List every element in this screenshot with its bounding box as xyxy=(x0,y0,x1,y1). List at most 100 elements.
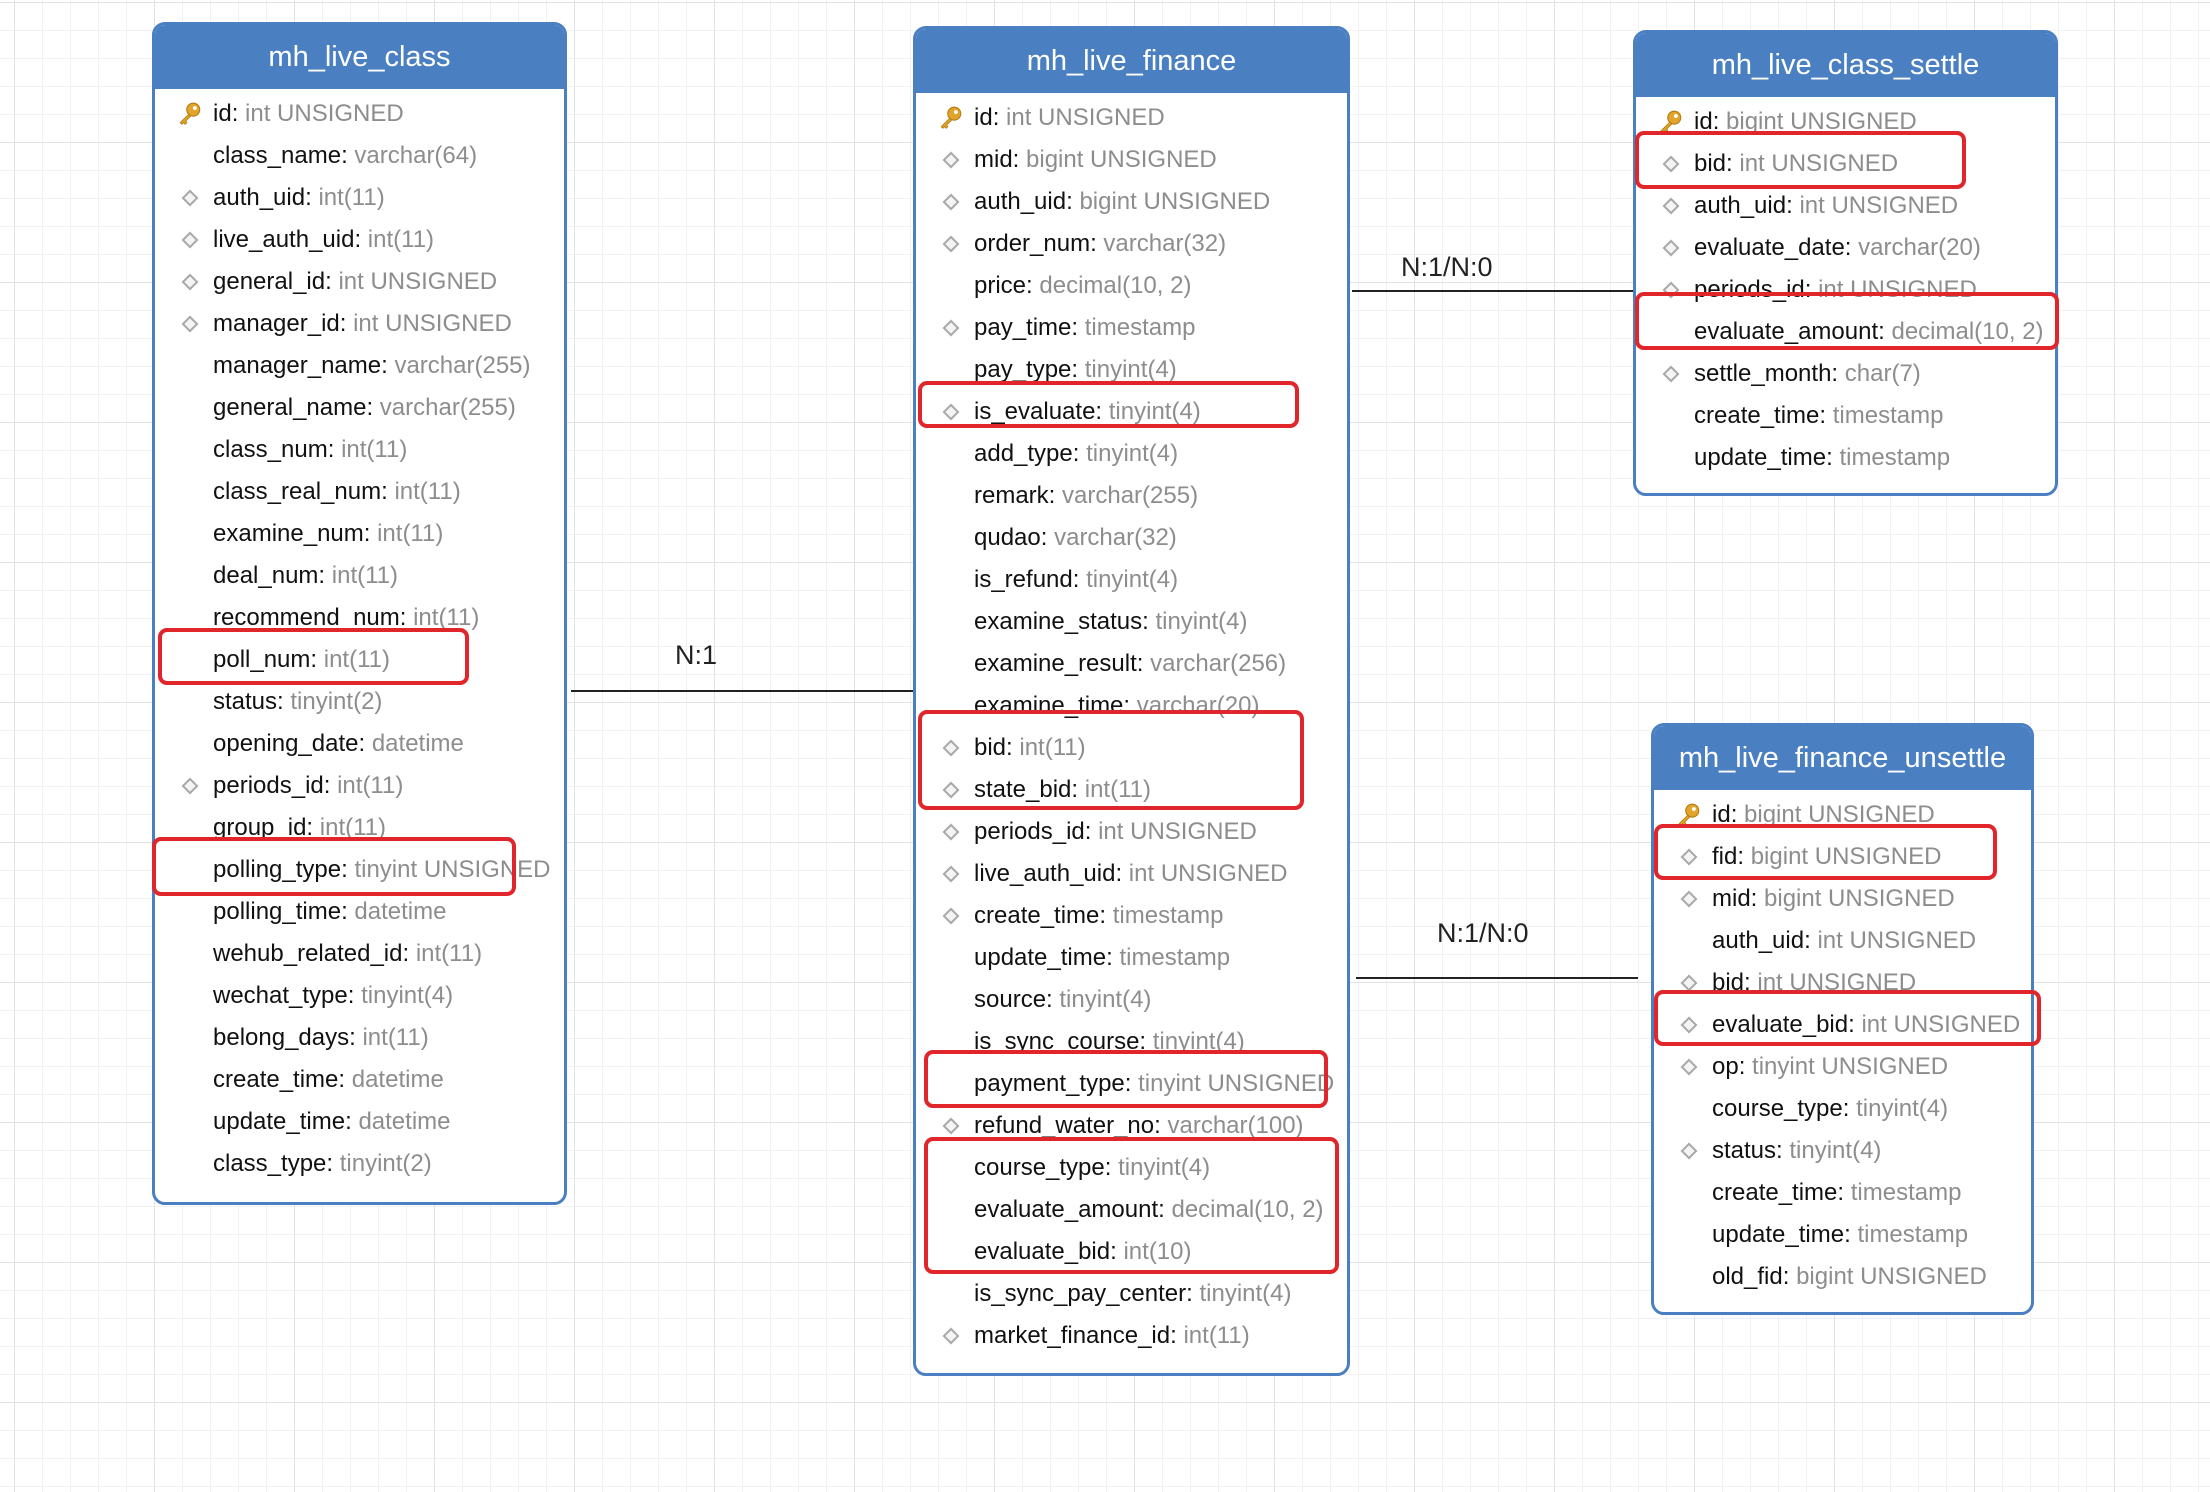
field-row[interactable]: create_time: timestamp xyxy=(916,895,1347,937)
field-row[interactable]: polling_type: tinyint UNSIGNED xyxy=(155,849,564,891)
field-row[interactable]: wehub_related_id: int(11) xyxy=(155,933,564,975)
field-row[interactable]: auth_uid: int UNSIGNED xyxy=(1636,185,2055,227)
field-name: id xyxy=(974,104,993,131)
field-row[interactable]: is_refund: tinyint(4) xyxy=(916,559,1347,601)
field-row[interactable]: manager_id: int UNSIGNED xyxy=(155,303,564,345)
field-type: tinyint(4) xyxy=(361,982,454,1009)
field-row[interactable]: live_auth_uid: int(11) xyxy=(155,219,564,261)
field-row[interactable]: state_bid: int(11) xyxy=(916,769,1347,811)
field-row[interactable]: general_name: varchar(255) xyxy=(155,387,564,429)
field-text: periods_id: int UNSIGNED xyxy=(1694,276,1977,303)
field-row[interactable]: market_finance_id: int(11) xyxy=(916,1315,1347,1357)
field-row[interactable]: evaluate_amount: decimal(10, 2) xyxy=(916,1189,1347,1231)
field-row[interactable]: wechat_type: tinyint(4) xyxy=(155,975,564,1017)
field-row[interactable]: qudao: varchar(32) xyxy=(916,517,1347,559)
field-row[interactable]: old_fid: bigint UNSIGNED xyxy=(1654,1256,2031,1298)
field-row[interactable]: create_time: timestamp xyxy=(1636,395,2055,437)
field-type: int UNSIGNED xyxy=(1799,192,1959,219)
field-row[interactable]: id: int UNSIGNED xyxy=(916,97,1347,139)
field-row[interactable]: status: tinyint(2) xyxy=(155,681,564,723)
field-row[interactable]: source: tinyint(4) xyxy=(916,979,1347,1021)
field-name: class_num xyxy=(213,436,328,463)
field-row[interactable]: bid: int UNSIGNED xyxy=(1636,143,2055,185)
field-row[interactable]: auth_uid: int(11) xyxy=(155,177,564,219)
field-row[interactable]: course_type: tinyint(4) xyxy=(1654,1088,2031,1130)
field-row[interactable]: poll_num: int(11) xyxy=(155,639,564,681)
field-text: is_sync_course: tinyint(4) xyxy=(974,1028,1245,1055)
field-row[interactable]: id: bigint UNSIGNED xyxy=(1654,794,2031,836)
field-type: tinyint(4) xyxy=(1086,566,1179,593)
field-row[interactable]: op: tinyint UNSIGNED xyxy=(1654,1046,2031,1088)
field-row[interactable]: deal_num: int(11) xyxy=(155,555,564,597)
field-row[interactable]: mid: bigint UNSIGNED xyxy=(916,139,1347,181)
field-row[interactable]: pay_time: timestamp xyxy=(916,307,1347,349)
field-row[interactable]: general_id: int UNSIGNED xyxy=(155,261,564,303)
field-row[interactable]: belong_days: int(11) xyxy=(155,1017,564,1059)
field-row[interactable]: payment_type: tinyint UNSIGNED xyxy=(916,1063,1347,1105)
field-text: id: int UNSIGNED xyxy=(974,104,1165,131)
field-row[interactable]: auth_uid: int UNSIGNED xyxy=(1654,920,2031,962)
field-name: is_refund xyxy=(974,566,1073,593)
table-mh-live-finance-unsettle[interactable]: mh_live_finance_unsettle id: bigint UNSI… xyxy=(1651,723,2034,1315)
field-row[interactable]: create_time: timestamp xyxy=(1654,1172,2031,1214)
field-type: int(11) xyxy=(1183,1322,1250,1349)
field-row[interactable]: live_auth_uid: int UNSIGNED xyxy=(916,853,1347,895)
field-row[interactable]: evaluate_bid: int(10) xyxy=(916,1231,1347,1273)
field-row[interactable]: mid: bigint UNSIGNED xyxy=(1654,878,2031,920)
field-row[interactable]: examine_num: int(11) xyxy=(155,513,564,555)
field-row[interactable]: periods_id: int UNSIGNED xyxy=(916,811,1347,853)
field-row[interactable]: update_time: timestamp xyxy=(916,937,1347,979)
field-row[interactable]: settle_month: char(7) xyxy=(1636,353,2055,395)
field-name: live_auth_uid xyxy=(974,860,1116,887)
field-row[interactable]: update_time: timestamp xyxy=(1654,1214,2031,1256)
field-row[interactable]: class_name: varchar(64) xyxy=(155,135,564,177)
field-row[interactable]: manager_name: varchar(255) xyxy=(155,345,564,387)
field-row[interactable]: auth_uid: bigint UNSIGNED xyxy=(916,181,1347,223)
field-row[interactable]: examine_status: tinyint(4) xyxy=(916,601,1347,643)
field-row[interactable]: evaluate_date: varchar(20) xyxy=(1636,227,2055,269)
field-row[interactable]: fid: bigint UNSIGNED xyxy=(1654,836,2031,878)
field-row[interactable]: is_sync_course: tinyint(4) xyxy=(916,1021,1347,1063)
field-type: bigint UNSIGNED xyxy=(1764,885,1955,912)
field-row[interactable]: is_sync_pay_center: tinyint(4) xyxy=(916,1273,1347,1315)
field-row[interactable]: opening_date: datetime xyxy=(155,723,564,765)
field-text: market_finance_id: int(11) xyxy=(974,1322,1250,1349)
field-row[interactable]: course_type: tinyint(4) xyxy=(916,1147,1347,1189)
field-row[interactable]: bid: int(11) xyxy=(916,727,1347,769)
field-row[interactable]: add_type: tinyint(4) xyxy=(916,433,1347,475)
field-row[interactable]: periods_id: int(11) xyxy=(155,765,564,807)
field-row[interactable]: polling_time: datetime xyxy=(155,891,564,933)
field-row[interactable]: class_real_num: int(11) xyxy=(155,471,564,513)
field-row[interactable]: id: int UNSIGNED xyxy=(155,93,564,135)
field-type: int(11) xyxy=(377,520,444,547)
field-row[interactable]: pay_type: tinyint(4) xyxy=(916,349,1347,391)
field-row[interactable]: price: decimal(10, 2) xyxy=(916,265,1347,307)
field-row[interactable]: examine_time: varchar(20) xyxy=(916,685,1347,727)
field-name: examine_status xyxy=(974,608,1143,635)
field-text: examine_status: tinyint(4) xyxy=(974,608,1248,635)
field-text: auth_uid: int UNSIGNED xyxy=(1712,927,1977,954)
field-row[interactable]: examine_result: varchar(256) xyxy=(916,643,1347,685)
field-row[interactable]: evaluate_bid: int UNSIGNED xyxy=(1654,1004,2031,1046)
field-row[interactable]: create_time: datetime xyxy=(155,1059,564,1101)
field-row[interactable]: update_time: timestamp xyxy=(1636,437,2055,479)
field-row[interactable]: remark: varchar(255) xyxy=(916,475,1347,517)
field-row[interactable]: order_num: varchar(32) xyxy=(916,223,1347,265)
field-row[interactable]: recommend_num: int(11) xyxy=(155,597,564,639)
field-row[interactable]: evaluate_amount: decimal(10, 2) xyxy=(1636,311,2055,353)
field-row[interactable]: class_type: tinyint(2) xyxy=(155,1143,564,1185)
field-row[interactable]: status: tinyint(4) xyxy=(1654,1130,2031,1172)
field-row[interactable]: periods_id: int UNSIGNED xyxy=(1636,269,2055,311)
field-row[interactable]: id: bigint UNSIGNED xyxy=(1636,101,2055,143)
table-mh-live-class-settle[interactable]: mh_live_class_settle id: bigint UNSIGNED… xyxy=(1633,30,2058,496)
field-row[interactable]: is_evaluate: tinyint(4) xyxy=(916,391,1347,433)
field-name: wechat_type xyxy=(213,982,348,1009)
field-row[interactable]: group_id: int(11) xyxy=(155,807,564,849)
field-row[interactable]: refund_water_no: varchar(100) xyxy=(916,1105,1347,1147)
field-row[interactable]: update_time: datetime xyxy=(155,1101,564,1143)
field-row[interactable]: class_num: int(11) xyxy=(155,429,564,471)
field-row[interactable]: bid: int UNSIGNED xyxy=(1654,962,2031,1004)
diamond-icon xyxy=(1676,1130,1702,1172)
